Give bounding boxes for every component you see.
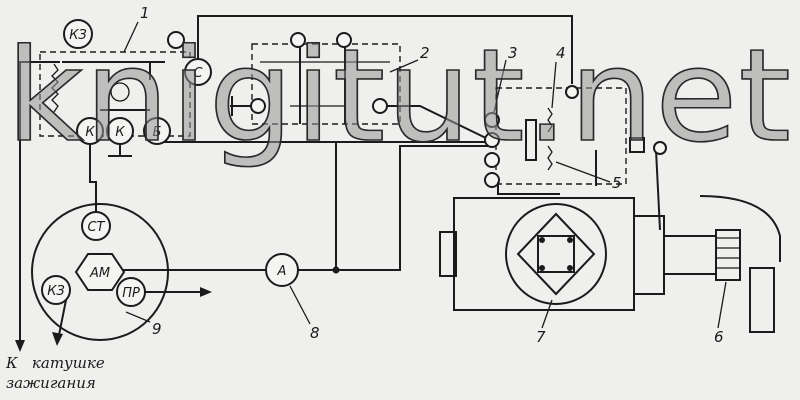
- component-number-2: 2: [420, 44, 430, 62]
- caption-line-2: зажигания: [6, 374, 96, 392]
- leader-7: [541, 299, 553, 329]
- component-number-4: 4: [556, 44, 566, 62]
- traction-bottom-wire: [497, 182, 560, 195]
- traction-pin-4: [484, 172, 500, 188]
- arrow-kz-down: [15, 340, 25, 352]
- traction-relay: [484, 85, 627, 195]
- traction-pin-3: [484, 152, 500, 168]
- switch-kz-terminal: [41, 275, 71, 305]
- leader-4: [551, 61, 557, 109]
- switch-body: [31, 203, 169, 341]
- component-number-9: 9: [152, 320, 162, 338]
- switch-st-terminal: [81, 211, 111, 241]
- lever-bracket: [629, 137, 645, 153]
- regulator-block: [230, 32, 401, 125]
- relay-coil: [110, 82, 130, 102]
- leader-1: [123, 21, 139, 53]
- flywheel-ring: [749, 267, 775, 333]
- traction-coil-4: [547, 107, 553, 133]
- relay-contact-pin: [167, 31, 185, 49]
- watermark-text: knigitut.net: [6, 22, 792, 171]
- lever-pivot: [653, 141, 667, 155]
- traction-top-pin: [565, 85, 579, 99]
- component-number-6: 6: [714, 328, 724, 346]
- relay-kz-terminal: [63, 19, 93, 49]
- relay-assembly: [39, 31, 191, 137]
- arrow-switch-kz: [52, 332, 63, 346]
- starter-stator: [505, 203, 607, 305]
- switch-kz-label: КЗ: [47, 284, 65, 299]
- lever-arm: [655, 149, 661, 231]
- wire-top-loop: [197, 15, 573, 84]
- relay-k1-label: К: [85, 125, 95, 140]
- wire-ammeter-to-starter: [298, 145, 490, 271]
- ammeter-label: А: [277, 264, 287, 279]
- caption-line-1: К катушке: [5, 354, 105, 372]
- relay-housing-outline: [39, 51, 191, 137]
- brush-1: [539, 237, 545, 243]
- relay-k-terminal-2: [106, 117, 134, 145]
- wire-kz-to-coil: [19, 61, 60, 348]
- leader-2: [389, 59, 419, 73]
- brush-4: [567, 265, 573, 271]
- relay-s-label: С: [193, 66, 203, 81]
- starter-armature: [537, 235, 575, 273]
- relay-k-terminal-1: [76, 117, 104, 145]
- leader-8: [289, 285, 311, 325]
- starter-field-winding: [516, 212, 596, 296]
- switch-am-terminal: [74, 253, 126, 291]
- traction-plunger: [525, 119, 537, 161]
- leader-5: [555, 161, 611, 183]
- starter-motor: [439, 137, 781, 333]
- relay-b-terminal: [143, 117, 171, 145]
- wire-relay-k-to-switch: [89, 144, 97, 214]
- leader-3: [493, 59, 507, 113]
- arrow-pr: [200, 287, 212, 297]
- regulator-top-pin-1: [290, 32, 306, 48]
- relay-kz-label: КЗ: [69, 28, 87, 43]
- brush-2: [567, 237, 573, 243]
- regulator-top-pin-2: [336, 32, 352, 48]
- traction-pin-1: [484, 112, 500, 128]
- switch-st-label: СТ: [87, 220, 105, 235]
- component-number-7: 7: [536, 328, 546, 346]
- switch-pr-terminal: [116, 277, 146, 307]
- relay-spring: [51, 63, 59, 113]
- pinion-gear: [715, 229, 741, 281]
- relay-b-label: Б: [153, 125, 162, 140]
- relay-k2-label: К: [115, 125, 125, 140]
- drive-housing: [633, 215, 665, 295]
- regulator-outline: [251, 43, 401, 125]
- ignition-switch: [31, 203, 169, 341]
- switch-am-label: АМ: [89, 266, 110, 281]
- component-number-5: 5: [612, 174, 622, 192]
- component-number-1: 1: [140, 4, 150, 22]
- component-number-8: 8: [310, 324, 320, 342]
- relay-s-terminal: [184, 58, 212, 86]
- leader-6: [717, 281, 727, 329]
- traction-pin-2: [484, 132, 500, 148]
- brush-3: [539, 265, 545, 271]
- wire-regulator-to-traction: [386, 105, 491, 141]
- drive-lever: [699, 195, 781, 262]
- junction-dot: [332, 266, 340, 274]
- component-number-3: 3: [508, 44, 518, 62]
- starter-end-cap: [439, 231, 457, 277]
- leader-9: [125, 311, 151, 323]
- switch-pr-label: ПР: [122, 286, 140, 301]
- traction-coil-5: [547, 145, 553, 171]
- ammeter: [265, 253, 299, 287]
